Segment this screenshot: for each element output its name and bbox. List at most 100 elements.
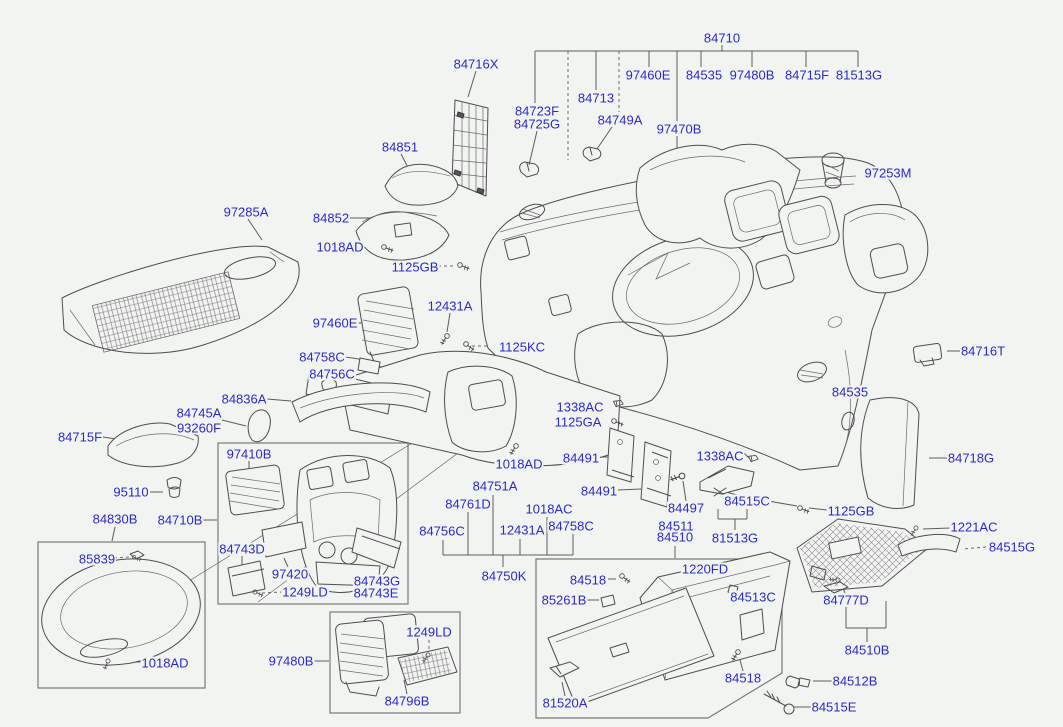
latch-81520a <box>549 661 580 678</box>
part-label-84725g[interactable]: 84725G <box>512 116 562 132</box>
side-grid-panel-84716x <box>451 99 489 197</box>
part-label-84535[interactable]: 84535 <box>684 67 724 83</box>
part-label-97480b[interactable]: 97480B <box>267 653 315 669</box>
part-label-1018ac[interactable]: 1018AC <box>524 501 574 517</box>
part-label-97470b[interactable]: 97470B <box>655 121 703 137</box>
part-label-1249ld[interactable]: 1249LD <box>405 624 453 640</box>
part-label-1125gb[interactable]: 1125GB <box>826 503 876 519</box>
part-label-93260f[interactable]: 93260F <box>175 420 223 436</box>
part-label-84745a[interactable]: 84745A <box>175 405 223 421</box>
damper-84513c <box>739 608 765 641</box>
part-label-1249ld[interactable]: 1249LD <box>281 584 329 600</box>
side-cover-84718g <box>841 397 920 509</box>
part-label-84515g[interactable]: 84515G <box>987 539 1037 555</box>
part-label-84518[interactable]: 84518 <box>568 572 608 588</box>
part-label-1018ad[interactable]: 1018AD <box>140 655 190 671</box>
part-label-84515e[interactable]: 84515E <box>810 699 858 715</box>
part-label-84743e[interactable]: 84743E <box>352 585 400 601</box>
bracket-84515c <box>699 465 755 497</box>
part-label-12431a[interactable]: 12431A <box>498 522 546 538</box>
part-label-84710[interactable]: 84710 <box>702 30 742 46</box>
part-label-84713[interactable]: 84713 <box>576 90 616 106</box>
part-label-84743d[interactable]: 84743D <box>218 541 266 557</box>
part-label-84515c[interactable]: 84515C <box>723 493 771 509</box>
part-label-84756c[interactable]: 84756C <box>308 366 356 382</box>
part-label-1018ad[interactable]: 1018AD <box>494 456 544 472</box>
part-label-84513c[interactable]: 84513C <box>729 589 777 605</box>
bumper-85261b <box>600 594 616 608</box>
part-label-84716t[interactable]: 84716T <box>959 343 1007 359</box>
part-label-97420[interactable]: 97420 <box>270 566 310 582</box>
part-label-84777d[interactable]: 84777D <box>822 592 870 608</box>
part-label-81513g[interactable]: 81513G <box>710 530 760 546</box>
part-label-84718g[interactable]: 84718G <box>946 450 996 466</box>
bracket-84515c-81513g <box>717 509 748 530</box>
part-label-97460e[interactable]: 97460E <box>311 315 359 331</box>
part-label-84749a[interactable]: 84749A <box>596 112 644 128</box>
part-label-1125kc[interactable]: 1125KC <box>497 339 547 355</box>
part-label-84491[interactable]: 84491 <box>579 483 619 499</box>
part-label-81520a[interactable]: 81520A <box>541 695 589 711</box>
part-label-97253m[interactable]: 97253M <box>863 165 913 181</box>
part-label-84751a[interactable]: 84751A <box>471 478 519 494</box>
bracket-84750k <box>442 495 574 567</box>
knob-84745a <box>247 409 271 443</box>
part-label-85839[interactable]: 85839 <box>77 551 117 567</box>
part-label-84836a[interactable]: 84836A <box>220 391 268 407</box>
part-label-84851[interactable]: 84851 <box>380 139 420 155</box>
part-label-1221ac[interactable]: 1221AC <box>949 519 999 535</box>
part-label-1338ac[interactable]: 1338AC <box>695 448 745 464</box>
part-label-1125ga[interactable]: 1125GA <box>553 414 603 430</box>
steering-column-covers-84851-84852 <box>355 163 459 261</box>
part-label-1125gb[interactable]: 1125GB <box>390 259 440 275</box>
glove-box-door <box>547 587 715 707</box>
part-label-97410b[interactable]: 97410B <box>225 446 273 462</box>
part-label-1018ad[interactable]: 1018AD <box>315 239 365 255</box>
under-tray-97285a <box>61 245 300 354</box>
part-label-84497[interactable]: 84497 <box>666 500 706 516</box>
part-label-97480b[interactable]: 97480B <box>728 67 776 83</box>
part-label-84491[interactable]: 84491 <box>561 450 601 466</box>
cluster-housing-84830b <box>41 550 201 670</box>
part-label-84518[interactable]: 84518 <box>723 670 763 686</box>
part-label-84723f[interactable]: 84723F <box>513 103 561 119</box>
part-label-84796b[interactable]: 84796B <box>383 693 431 709</box>
part-label-97460e[interactable]: 97460E <box>624 67 672 83</box>
part-label-85261b[interactable]: 85261B <box>540 592 588 608</box>
part-label-84715f[interactable]: 84715F <box>56 429 104 445</box>
passenger-vent-kit-97480b <box>335 613 458 697</box>
part-label-84510b[interactable]: 84510B <box>843 642 891 658</box>
side-duct-right <box>842 204 929 294</box>
bracket-84777d-84510b <box>845 601 887 642</box>
part-label-1220fd[interactable]: 1220FD <box>680 561 730 577</box>
part-label-12431a[interactable]: 12431A <box>426 298 474 314</box>
part-label-84758c[interactable]: 84758C <box>547 518 595 534</box>
clip-84723f <box>519 161 540 178</box>
part-label-84716x[interactable]: 84716X <box>452 56 500 72</box>
part-label-84756c[interactable]: 84756C <box>418 523 466 539</box>
center-facia-kit <box>225 455 402 598</box>
part-label-84715f[interactable]: 84715F <box>783 67 831 83</box>
part-label-84761d[interactable]: 84761D <box>444 496 492 512</box>
cluster-facia-84836a <box>291 382 431 423</box>
part-label-84852[interactable]: 84852 <box>311 210 351 226</box>
mounting-brackets-84491 <box>606 427 672 508</box>
part-label-84511[interactable]: 84511 <box>657 518 695 534</box>
part-label-84535[interactable]: 84535 <box>830 384 870 400</box>
clip-84512b <box>785 675 811 689</box>
part-label-84750k[interactable]: 84750K <box>480 568 528 584</box>
part-label-84512b[interactable]: 84512B <box>831 673 879 689</box>
part-label-1338ac[interactable]: 1338AC <box>555 399 605 415</box>
part-label-84830b[interactable]: 84830B <box>91 511 139 527</box>
part-label-81513g[interactable]: 81513G <box>834 67 884 83</box>
part-label-84743g[interactable]: 84743G <box>352 573 402 589</box>
part-label-97285a[interactable]: 97285A <box>222 204 270 220</box>
defroster-duct-97470b <box>635 143 840 255</box>
bracket-84777d <box>823 574 849 594</box>
part-label-84758c[interactable]: 84758C <box>298 349 346 365</box>
part-label-84710b[interactable]: 84710B <box>156 512 204 528</box>
part-label-84510[interactable]: 84510 <box>655 529 695 545</box>
part-label-95110[interactable]: 95110 <box>112 484 150 500</box>
